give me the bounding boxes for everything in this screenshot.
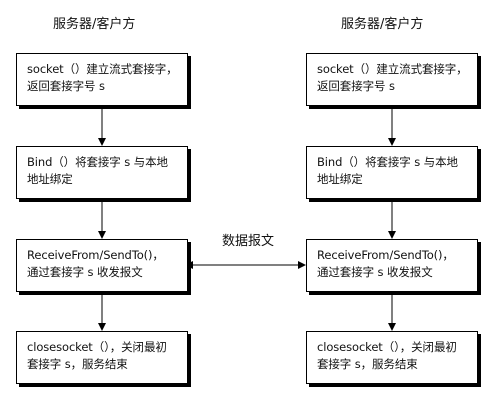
right-step-3-box: ReceiveFrom/SendTo()， 通过套接字 s 收发报文 xyxy=(306,239,478,292)
right-step-3-line-1: ReceiveFrom/SendTo()， xyxy=(317,248,454,262)
right-column-title: 服务器/客户方 xyxy=(341,17,424,32)
right-step-1-box: socket（）建立流式套接字， 返回套接字号 s xyxy=(306,53,478,106)
left-column-title: 服务器/客户方 xyxy=(53,17,136,32)
right-step-1-line-2: 返回套接字号 s xyxy=(317,79,395,93)
left-step-4-box: closesocket（），关闭最初 套接字 s，服务结束 xyxy=(16,331,188,384)
left-step-2-box: Bind（）将套接字 s 与本地 地址绑定 xyxy=(16,146,188,199)
right-step-4-line-1: closesocket（），关闭最初 xyxy=(317,340,457,354)
datagram-label: 数据报文 xyxy=(222,234,275,249)
left-step-4-line-1: closesocket（），关闭最初 xyxy=(27,340,167,354)
right-step-4-line-2: 套接字 s，服务结束 xyxy=(317,357,418,371)
right-step-3-line-2: 通过套接字 s 收发报文 xyxy=(317,265,433,279)
left-step-1-box: socket（）建立流式套接字， 返回套接字号 s xyxy=(16,53,188,106)
right-step-4-box: closesocket（），关闭最初 套接字 s，服务结束 xyxy=(306,331,478,384)
right-step-2-box: Bind（）将套接字 s 与本地 地址绑定 xyxy=(306,146,478,199)
left-step-1-line-2: 返回套接字号 s xyxy=(27,79,105,93)
right-step-1-line-1: socket（）建立流式套接字， xyxy=(317,62,468,76)
right-step-2-line-2: 地址绑定 xyxy=(317,172,363,186)
left-step-3-line-2: 通过套接字 s 收发报文 xyxy=(27,265,143,279)
left-step-1-line-1: socket（）建立流式套接字， xyxy=(27,62,178,76)
left-step-4-line-2: 套接字 s，服务结束 xyxy=(27,357,128,371)
left-step-3-box: ReceiveFrom/SendTo()， 通过套接字 s 收发报文 xyxy=(16,239,188,292)
left-step-2-line-1: Bind（）将套接字 s 与本地 xyxy=(27,155,168,169)
right-step-2-line-1: Bind（）将套接字 s 与本地 xyxy=(317,155,458,169)
left-step-2-line-2: 地址绑定 xyxy=(27,172,73,186)
left-step-3-line-1: ReceiveFrom/SendTo()， xyxy=(27,248,164,262)
